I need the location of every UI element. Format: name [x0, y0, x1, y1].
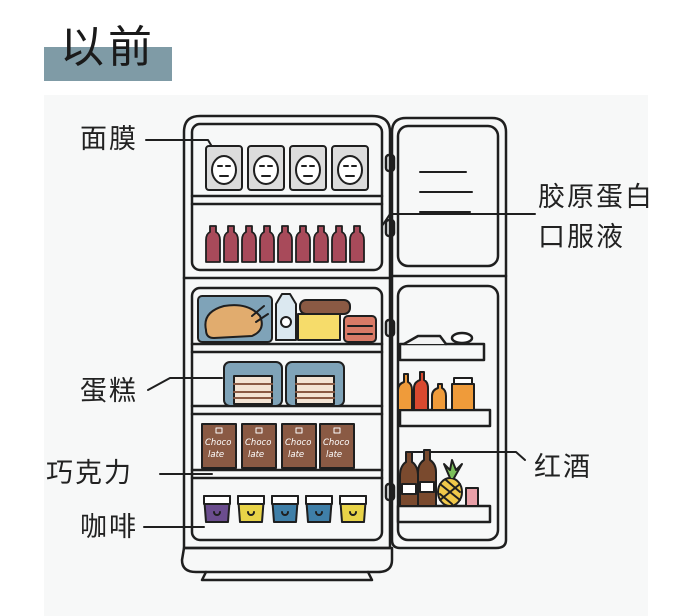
pineapple-icon [437, 459, 463, 507]
choco-label: Choco [245, 438, 271, 448]
chocolate-boxes [201, 423, 355, 469]
hinge [384, 318, 396, 338]
choco-label: Choco [205, 438, 231, 448]
sausage [299, 299, 351, 315]
late-label: late [288, 450, 304, 460]
food-shelf [197, 293, 377, 343]
sauce-bottles [397, 371, 475, 411]
leader-mask [145, 139, 215, 151]
leader-collagen [381, 213, 536, 227]
bacon [343, 315, 377, 343]
page-title: 以前 [60, 22, 156, 73]
label-coffee: 咖啡 [80, 512, 138, 543]
fridge-door [390, 116, 508, 550]
fridge-base [180, 546, 394, 574]
hinge [384, 482, 396, 502]
fridge-feet [200, 570, 374, 582]
label-cake: 蛋糕 [80, 376, 138, 407]
cheese [297, 313, 341, 341]
cake-boxes [223, 361, 345, 407]
choco-label: Choco [285, 438, 311, 448]
door-shelf-3 [396, 504, 492, 524]
label-wine: 红酒 [534, 452, 592, 483]
title-highlight-bar [44, 47, 172, 81]
door-shelf-2 [398, 408, 492, 428]
door-freezer-inner [396, 124, 500, 268]
choco-label: Choco [323, 438, 349, 448]
label-collagen-line1: 胶原蛋白 [538, 182, 654, 213]
hinge [384, 218, 396, 238]
door-top-items [402, 331, 474, 346]
late-label: late [248, 450, 264, 460]
coffee-cups [203, 495, 367, 523]
jar [465, 487, 479, 507]
label-collagen-line2: 口服液 [538, 222, 625, 253]
collagen-bottles [205, 225, 365, 263]
roast-chicken [204, 304, 263, 339]
hinge [384, 153, 396, 173]
wine-bottles [399, 449, 437, 507]
door-shelf-1 [398, 342, 486, 362]
leader-cake [147, 377, 223, 391]
door-fridge-inner [396, 284, 500, 542]
fridge-body [182, 114, 392, 550]
leader-wine [407, 451, 526, 461]
late-label: late [326, 450, 342, 460]
face-masks [205, 145, 369, 191]
label-chocolate: 巧克力 [46, 458, 133, 489]
label-mask: 面膜 [80, 124, 138, 155]
late-label: late [208, 450, 224, 460]
chocolate-box-labels: Choco late Choco late Choco late Choco l… [205, 438, 349, 460]
